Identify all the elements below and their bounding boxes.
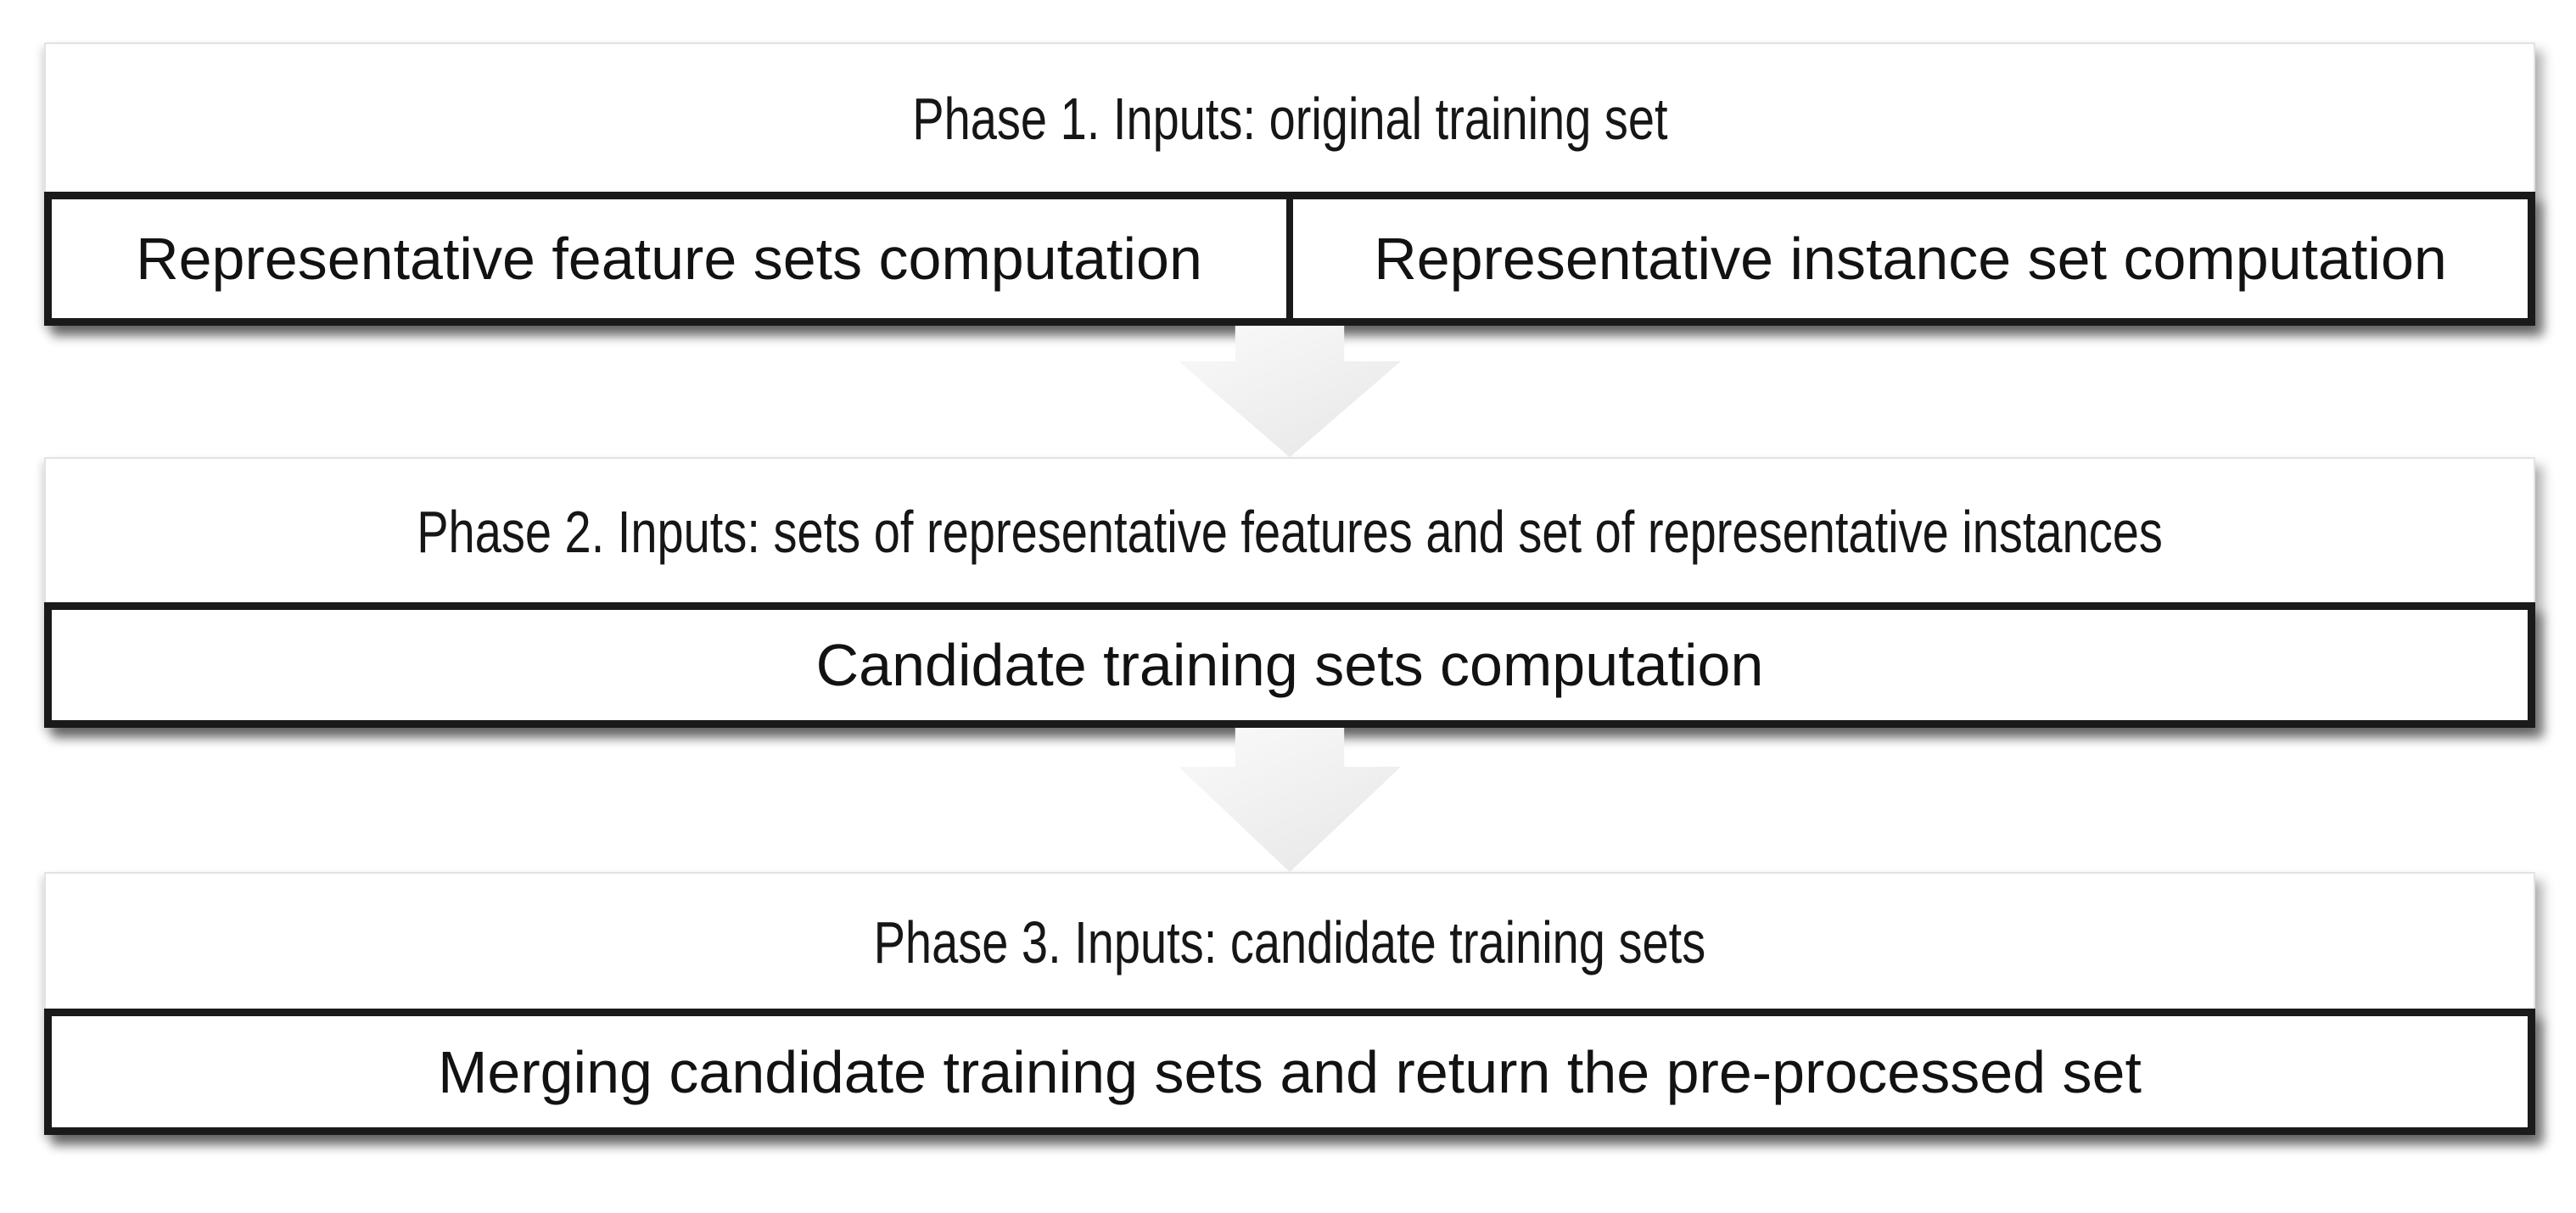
phase-3-steps-row: Merging candidate training sets and retu… [44,1009,2535,1135]
step-label: Representative instance set computation [1374,226,2447,292]
phase-2-box: Phase 2. Inputs: sets of representative … [44,457,2535,728]
step-label: Representative feature sets computation [136,226,1202,292]
phase-1-box: Phase 1. Inputs: original training set R… [44,42,2535,326]
phase-1-title: Phase 1. Inputs: original training set [46,44,2534,193]
phase-2-steps-row: Candidate training sets computation [44,602,2535,728]
phase-3-box: Phase 3. Inputs: candidate training sets… [44,872,2535,1135]
phase-1-title-label: Phase 1. Inputs: original training set [911,86,1668,152]
phase-3-title-label: Phase 3. Inputs: candidate training sets [873,908,1706,975]
preprocessing-phases-diagram: Phase 1. Inputs: original training set R… [44,42,2535,1135]
step-box-candidate-sets: Candidate training sets computation [52,610,2528,720]
step-label: Candidate training sets computation [815,632,1764,698]
arrow-row-1 [44,326,2535,457]
arrow-row-2 [44,728,2535,872]
step-box-feature-sets: Representative feature sets computation [52,199,1286,318]
step-label: Merging candidate training sets and retu… [438,1038,2142,1105]
down-arrow-icon [1179,326,1401,457]
phase-2-title: Phase 2. Inputs: sets of representative … [46,459,2534,604]
phase-2-title-label: Phase 2. Inputs: sets of representative … [417,498,2163,565]
phase-1-steps-row: Representative feature sets computation … [44,192,2535,326]
phase-3-title: Phase 3. Inputs: candidate training sets [46,874,2534,1010]
step-box-merging: Merging candidate training sets and retu… [52,1016,2528,1127]
step-box-instance-set: Representative instance set computation [1286,199,2528,318]
down-arrow-icon [1179,728,1401,872]
